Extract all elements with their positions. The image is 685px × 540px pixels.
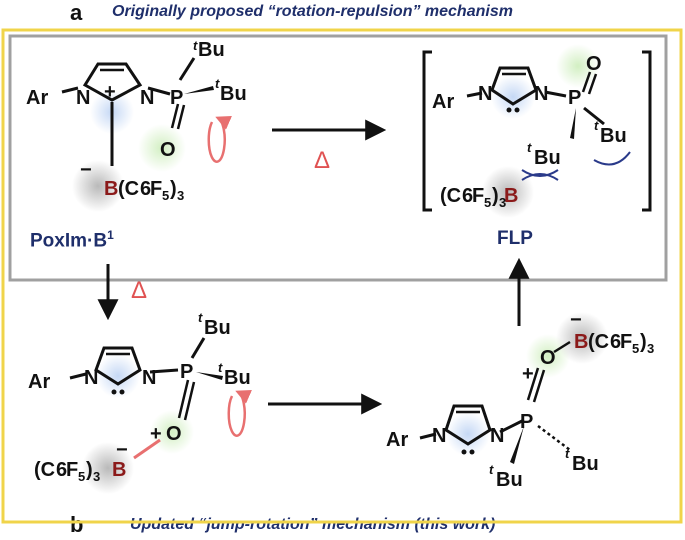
minus-charge: −: [570, 309, 582, 331]
atom-n: N: [432, 425, 446, 447]
tbu-prefix: t: [594, 118, 599, 133]
atom-o: O: [160, 139, 176, 161]
panel-a-letter: a: [70, 0, 83, 25]
atom-p: P: [568, 87, 581, 109]
borane-sub5: 5: [484, 195, 491, 210]
intermediate-structure-1: [69, 337, 223, 494]
atom-p: P: [170, 87, 183, 109]
tbu-label: Bu: [600, 125, 627, 147]
atom-o: O: [540, 347, 556, 369]
tbu-label: Bu: [220, 83, 247, 105]
borane-sub3: 3: [647, 341, 654, 356]
atom-b: B: [104, 178, 118, 200]
borane-group: (C: [440, 185, 461, 207]
heat-symbol-a: Δ: [314, 147, 330, 174]
tbu-label: Bu: [496, 469, 523, 491]
atom-o: O: [586, 53, 602, 75]
borane-f5: F: [472, 185, 484, 207]
borane-sub5: 5: [78, 469, 85, 484]
borane-f5: F: [66, 459, 78, 481]
atom-b: B: [112, 459, 126, 481]
borane-group: (C: [118, 178, 139, 200]
aryl-label: Ar: [28, 371, 50, 393]
panel-b-letter: b: [70, 512, 84, 537]
heat-symbol-b: Δ: [131, 277, 147, 304]
panel-b-frame: [1, 28, 683, 524]
borane-sub5: 5: [162, 188, 169, 203]
borane-close: ): [640, 331, 647, 353]
borane-group: (C: [34, 459, 55, 481]
borane-c6: 6: [140, 178, 151, 200]
flp-label: FLP: [497, 228, 533, 249]
borane-sub3: 3: [93, 469, 100, 484]
atom-n: N: [490, 425, 504, 447]
tbu-label: Bu: [204, 317, 231, 339]
tbu-label: Bu: [198, 39, 225, 61]
aryl-label: Ar: [26, 87, 48, 109]
atom-n: N: [84, 367, 98, 389]
tbu-prefix: t: [198, 310, 203, 325]
flp-structure: [422, 44, 652, 218]
atom-n: N: [478, 83, 492, 105]
panel-b-title: Updated “jump-rotation” mechanism (this …: [130, 516, 496, 533]
borane-sub3: 3: [499, 195, 506, 210]
tbu-label: Bu: [534, 147, 561, 169]
atom-b: B: [504, 185, 518, 207]
panel-a-title: Originally proposed “rotation-repulsion”…: [112, 3, 513, 20]
lone-pair-dots: [111, 107, 520, 455]
borane-close: ): [492, 185, 499, 207]
plus-charge: +: [150, 423, 162, 445]
atom-p: P: [180, 361, 193, 383]
tbu-label: Bu: [224, 367, 251, 389]
atom-b: B: [574, 331, 588, 353]
atom-n: N: [140, 87, 154, 109]
adduct-structure: [61, 57, 214, 212]
borane-sub3: 3: [177, 188, 184, 203]
borane-c6: 6: [462, 185, 473, 207]
tbu-prefix: t: [527, 140, 532, 155]
rotation-arrow-a: [207, 116, 233, 163]
atom-o: O: [166, 423, 182, 445]
atom-n: N: [142, 367, 156, 389]
plus-charge: +: [522, 363, 534, 385]
borane-f5: F: [150, 178, 162, 200]
plus-charge: +: [104, 81, 116, 103]
atom-n: N: [534, 83, 548, 105]
borane-f5: F: [620, 331, 632, 353]
intermediate-structure-2: [419, 312, 608, 464]
aryl-label: Ar: [432, 91, 454, 113]
aryl-label: Ar: [386, 429, 408, 451]
rotation-arrow-b: [227, 390, 253, 437]
borane-close: ): [170, 178, 177, 200]
tbu-prefix: t: [218, 360, 223, 375]
tbu-prefix: t: [565, 446, 570, 461]
atom-p: P: [520, 411, 533, 433]
borane-group: (C: [588, 331, 609, 353]
tbu-prefix: t: [193, 38, 198, 53]
minus-charge: −: [80, 159, 92, 181]
tbu-prefix: t: [489, 462, 494, 477]
panel-a-frame: [8, 34, 668, 282]
borane-sub5: 5: [632, 341, 639, 356]
adduct-label-text: PoxIm·B: [30, 230, 108, 252]
borane-close: ): [86, 459, 93, 481]
borane-c6: 6: [56, 459, 67, 481]
atom-n: N: [76, 87, 90, 109]
adduct-label: PoxIm·B1: [30, 228, 114, 252]
tbu-label: Bu: [572, 453, 599, 475]
adduct-label-superscript: 1: [107, 228, 114, 242]
minus-charge: −: [116, 439, 128, 461]
tbu-prefix: t: [215, 76, 220, 91]
borane-c6: 6: [610, 331, 621, 353]
